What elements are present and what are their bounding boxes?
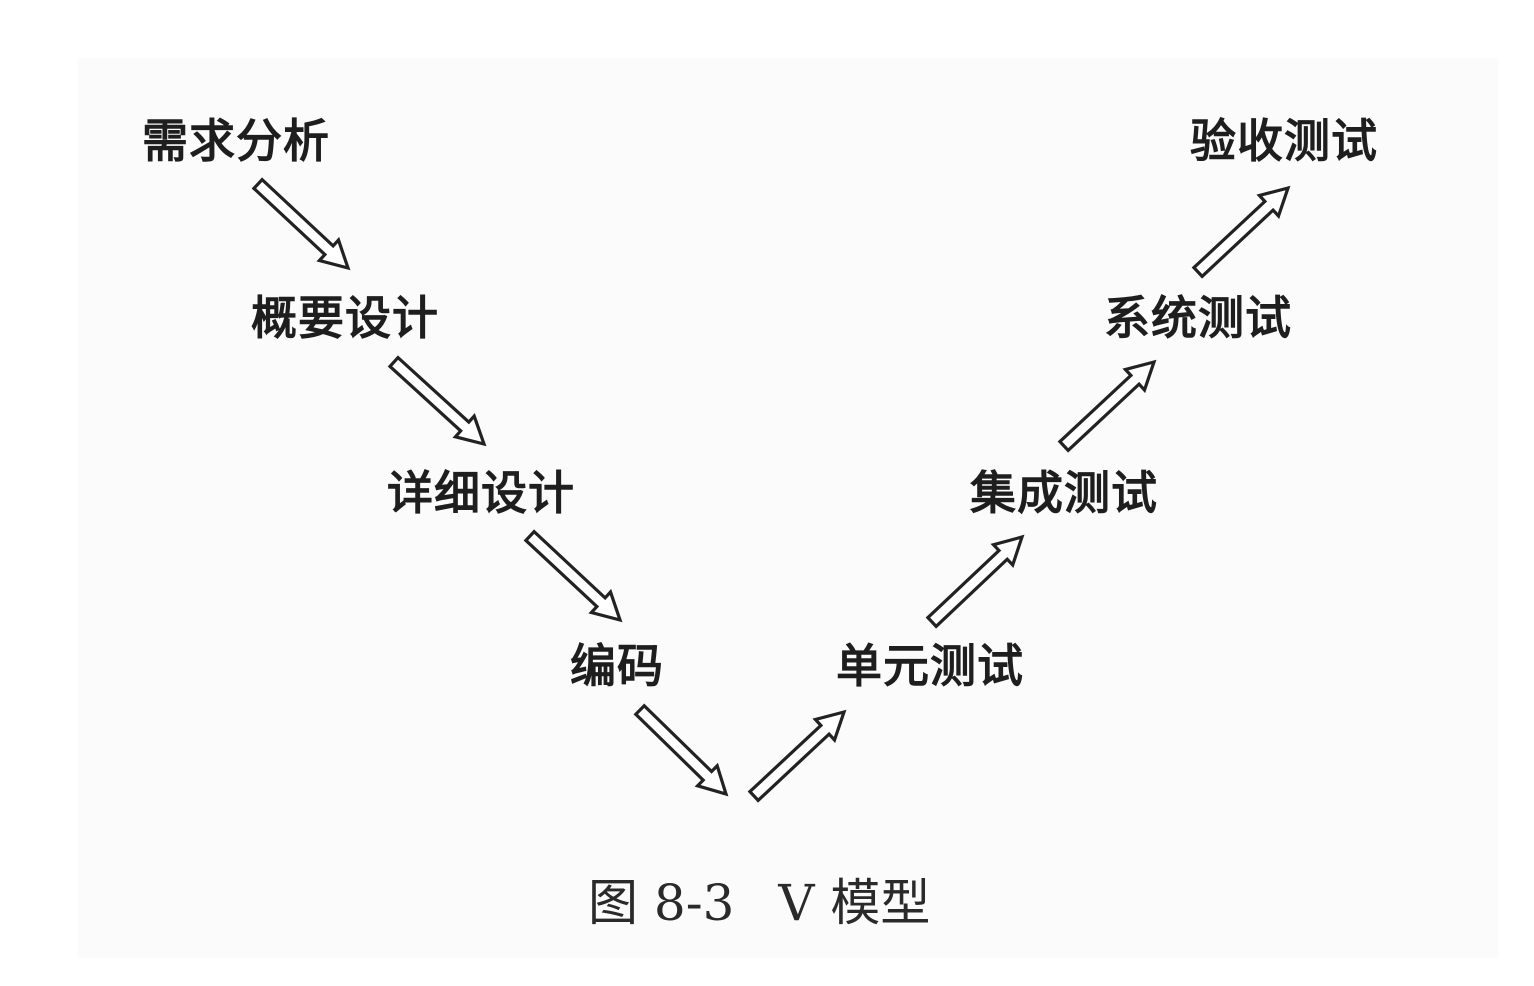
stage-requirements-analysis: 需求分析 xyxy=(142,114,330,168)
stage-integration-test: 集成测试 xyxy=(970,466,1158,520)
figure-title: V 模型 xyxy=(778,874,931,932)
stage-unit-test: 单元测试 xyxy=(836,639,1024,693)
stage-detailed-design: 详细设计 xyxy=(387,466,575,520)
arrow-outline-design-to-detailed-design xyxy=(387,355,487,447)
arrow-detailed-design-to-coding xyxy=(523,529,623,623)
arrow-coding-to-unit-test-up xyxy=(747,709,847,803)
stage-coding: 编码 xyxy=(570,639,664,693)
arrow-coding-to-unit-test-down xyxy=(633,703,729,797)
figure-number: 图 8-3 xyxy=(588,874,735,932)
arrow-system-test-to-acceptance-test xyxy=(1191,185,1291,279)
arrow-requirements-to-outline-design xyxy=(251,177,351,271)
stage-system-test: 系统测试 xyxy=(1104,291,1292,345)
arrow-unit-test-to-integration-test xyxy=(925,534,1025,629)
arrow-integration-test-to-system-test xyxy=(1057,359,1157,453)
stage-outline-design: 概要设计 xyxy=(251,291,439,345)
stage-acceptance-test: 验收测试 xyxy=(1190,114,1378,168)
